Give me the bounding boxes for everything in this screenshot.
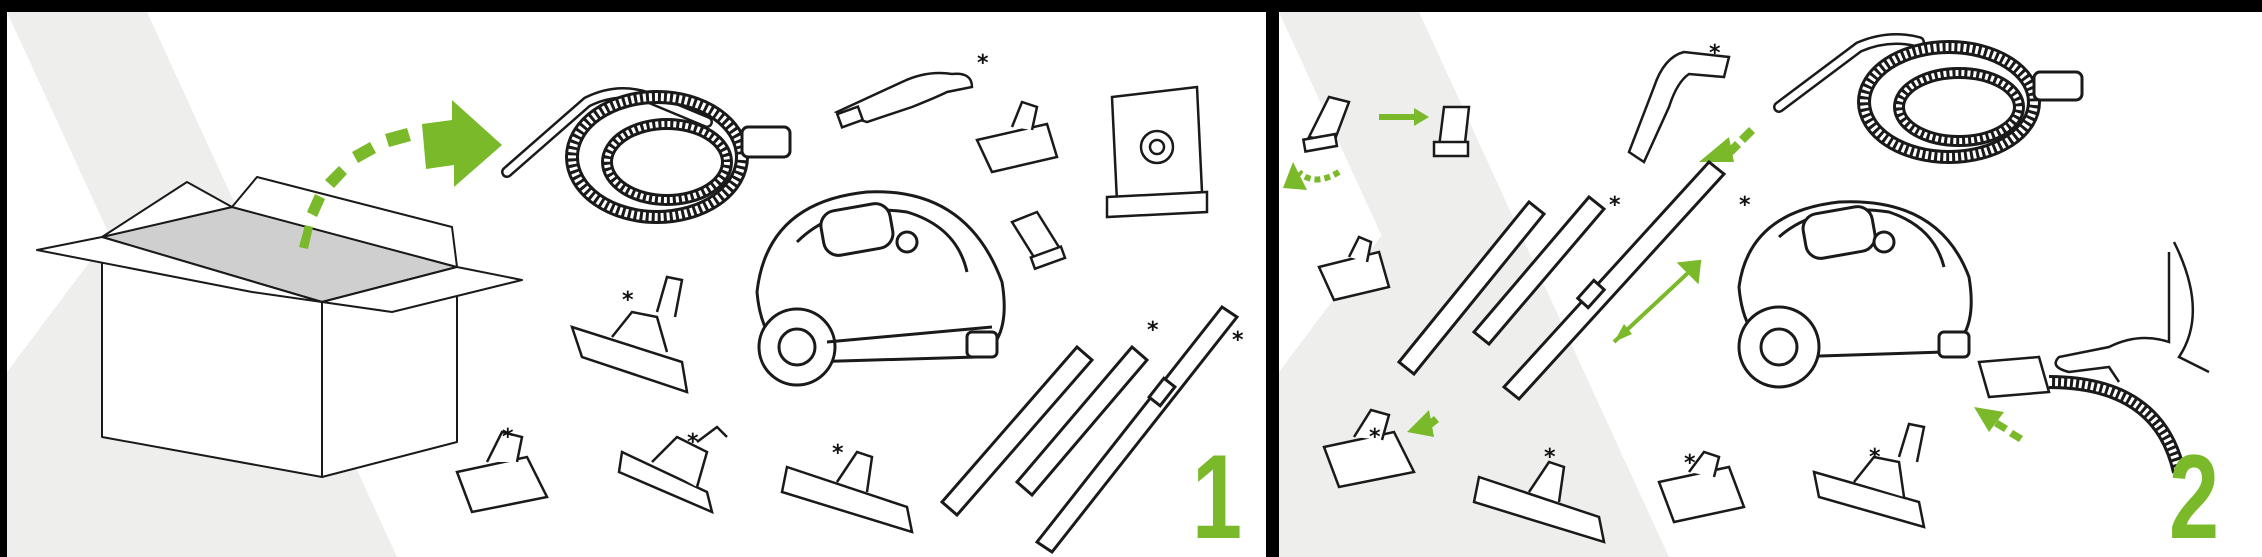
cardboard-box-icon [36,176,523,478]
step-2-panel: * * [1279,12,2262,557]
turbo-brush-icon [455,430,549,514]
upholstery-nozzle-icon [975,100,1059,174]
optional-marker: * [502,425,514,450]
parquet-nozzle-icon [1472,460,1606,544]
optional-marker: * [1369,425,1381,450]
crevice-nozzle-icon [1301,95,1351,153]
optional-marker: * [1869,445,1881,470]
arrow-icon [1283,108,1429,190]
hose-end-icon [2048,375,2186,474]
optional-marker: * [622,288,634,313]
arrow-icon [1699,127,1755,162]
arrow-icon [1974,407,2023,442]
floor-nozzle-icon [570,275,689,394]
step-number-1: 1 [1192,430,1242,557]
floor-nozzle-icon [1812,422,1926,529]
arrow-icon [1407,410,1439,437]
optional-marker: * [1232,328,1244,353]
optional-marker: * [687,430,699,455]
upholstery-nozzle-bottom-icon [1657,450,1746,524]
hand-icon [1977,241,2210,399]
optional-marker: * [1739,193,1751,218]
telescopic-tube-icon [1501,159,1727,402]
hose-icon [501,87,792,224]
optional-marker: * [832,441,844,466]
arrow-icon [1612,259,1702,344]
turbo-brush-icon [1322,408,1416,489]
dust-bag-icon [1105,85,1209,219]
upholstery-nozzle-icon [1317,235,1391,302]
optional-marker: * [1147,318,1159,343]
step-1-panel: * [7,12,1266,557]
brush-nozzle-icon [1432,105,1471,158]
upholstery-nozzle-bottom-icon [780,450,914,534]
optional-marker: * [1709,41,1721,66]
arrow-icon [299,100,502,249]
step-1-illustration: * [7,12,1244,557]
hose-icon [1773,32,2084,164]
telescopic-handle-icon [1627,50,1731,164]
vacuum-body-icon [1737,200,1973,389]
extension-tube-icon [1396,194,1607,377]
step-2-illustration: * * [1279,12,2210,557]
parquet-nozzle-icon [617,425,728,515]
crevice-nozzle-icon [1010,210,1067,271]
telescopic-tube-icon [1034,304,1240,555]
optional-marker: * [1684,451,1696,476]
step-number-2: 2 [2169,430,2219,557]
optional-marker: * [1609,193,1621,218]
optional-marker: * [1544,445,1556,470]
telescopic-handle-icon [833,71,974,129]
extension-tube-icon [939,344,1150,518]
optional-marker: * [977,51,989,76]
vacuum-body-icon [755,190,1006,387]
